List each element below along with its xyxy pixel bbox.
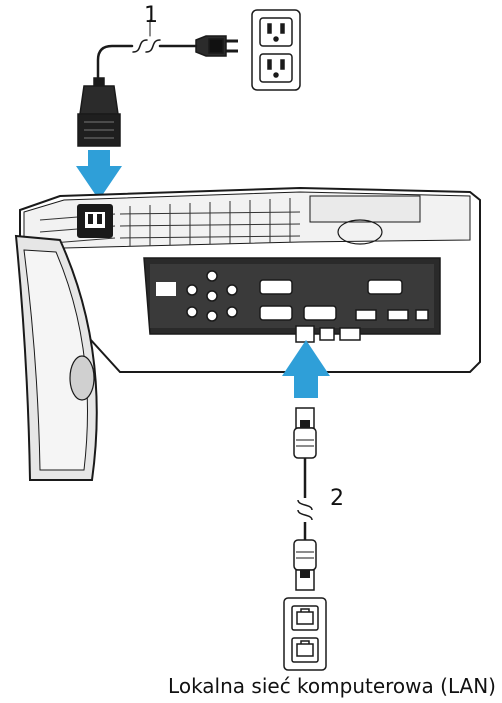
wall-power-outlet-icon <box>251 9 301 91</box>
power-connector-icon <box>77 77 121 147</box>
callout-network-cable: 2 <box>330 486 344 511</box>
power-plug-icon <box>195 35 238 57</box>
lan-caption: Lokalna sieć komputerowa (LAN) <box>0 674 502 698</box>
connection-arrow-icon <box>282 340 330 398</box>
lan-caption-text: Lokalna sieć komputerowa (LAN) <box>168 674 496 698</box>
io-panel <box>143 257 441 343</box>
projector-lens <box>14 234 98 481</box>
power-cable <box>96 19 198 82</box>
connection-arrow-icon <box>76 150 122 200</box>
callout-power-cable: 1 <box>144 3 158 28</box>
network-cable <box>293 407 317 591</box>
wall-network-jack-icon <box>283 597 327 671</box>
